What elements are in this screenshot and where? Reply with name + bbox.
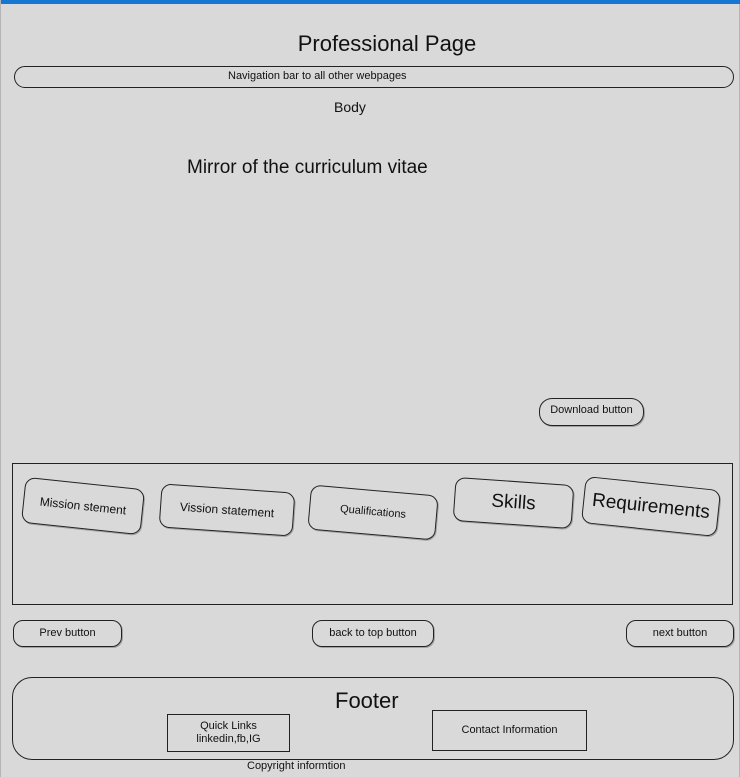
back-to-top-button[interactable]: back to top button xyxy=(312,620,434,647)
card-skills[interactable]: Skills xyxy=(452,476,575,530)
page-title: Professional Page xyxy=(297,31,477,56)
card-vision-statement[interactable]: Vission statement xyxy=(158,483,296,537)
download-button[interactable]: Download button xyxy=(539,398,644,426)
copyright-text: Copyright informtion xyxy=(247,760,346,772)
prev-button[interactable]: Prev button xyxy=(13,620,122,647)
contact-information-box: Contact Information xyxy=(432,710,587,751)
quick-links-items[interactable]: linkedin,fb,IG xyxy=(196,733,261,745)
quick-links-box[interactable]: Quick Links linkedin,fb,IG xyxy=(167,714,290,752)
next-button[interactable]: next button xyxy=(626,620,734,647)
navigation-bar[interactable]: Navigation bar to all other webpages xyxy=(14,66,734,88)
footer xyxy=(12,677,734,760)
navigation-bar-label: Navigation bar to all other webpages xyxy=(228,70,407,82)
window-top-accent xyxy=(1,0,740,4)
cards-panel xyxy=(12,463,733,605)
quick-links-title: Quick Links xyxy=(200,720,257,732)
body-section-label: Body xyxy=(334,99,366,115)
cv-mirror-text: Mirror of the curriculum vitae xyxy=(187,157,428,178)
footer-title: Footer xyxy=(335,688,399,713)
